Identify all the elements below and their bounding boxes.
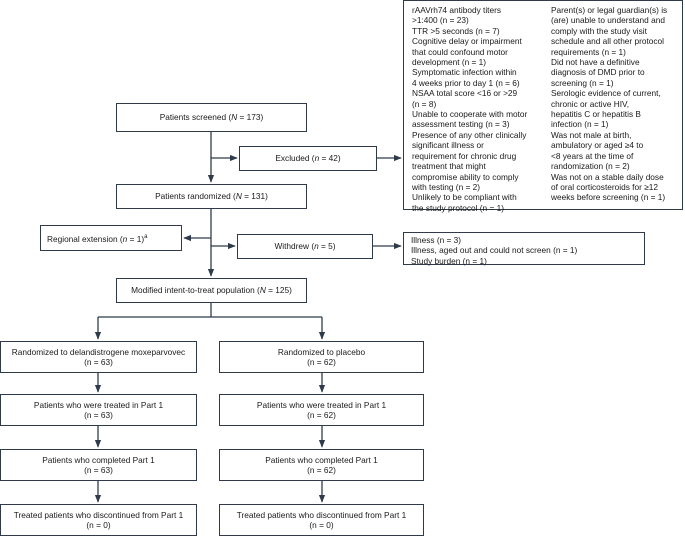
exclusion-reason-line: 4 weeks prior to day 1 (n = 6) bbox=[412, 77, 520, 88]
placebo-randomized-label: Randomized to placebo bbox=[277, 346, 366, 357]
exclusion-reason-line: hepatitis C or hepatitis B bbox=[551, 109, 641, 120]
exclusion-reason-line: TTR >5 seconds (n = 7) bbox=[412, 25, 500, 36]
placebo-completed-box: Patients who completed Part 1 (n = 62) bbox=[219, 449, 424, 481]
placebo-randomized-count: (n = 62) bbox=[307, 357, 336, 367]
regional-extension-box: Regional extension (n = 1)a bbox=[40, 225, 182, 251]
exclusion-reason-line: Was not male at birth, bbox=[551, 129, 632, 140]
exclusion-reasons-right: Parent(s) or legal guardian(s) is(are) u… bbox=[551, 5, 667, 203]
exclusion-reasons-box: rAAVrh74 antibody titers>1:400 (n = 23)T… bbox=[403, 0, 683, 213]
withdrew-reason-line: Illness, aged out and could not screen (… bbox=[411, 245, 578, 256]
exclusion-reason-line: Did not have a definitive bbox=[551, 57, 640, 68]
placebo-randomized-box: Randomized to placebo (n = 62) bbox=[219, 341, 424, 373]
exclusion-reason-line: of oral corticosteroids for ≥12 bbox=[551, 181, 658, 192]
withdrew-reasons-box: Illness (n = 3)Illness, aged out and cou… bbox=[403, 232, 645, 266]
exclusion-reason-line: (are) unable to understand and bbox=[551, 15, 665, 26]
treatment-treated-count: (n = 63) bbox=[84, 410, 113, 420]
withdrew-reason-line: Study burden (n = 1) bbox=[411, 255, 487, 266]
exclusion-reason-line: randomization (n = 2) bbox=[551, 161, 630, 172]
placebo-treated-label: Patients who were treated in Part 1 bbox=[256, 399, 387, 410]
withdrew-reason-line: Illness (n = 3) bbox=[411, 235, 462, 245]
exclusion-reason-line: with testing (n = 2) bbox=[412, 181, 481, 192]
exclusion-reason-line: diagnosis of DMD prior to bbox=[551, 67, 645, 78]
exclusion-reason-line: >1:400 (n = 23) bbox=[412, 15, 469, 26]
exclusion-reason-line: development (n = 1) bbox=[412, 57, 487, 68]
withdrew-label: Withdrew (n = 5) bbox=[274, 241, 336, 252]
exclusion-reason-line: the study protocol (n = 1) bbox=[412, 202, 505, 213]
mitt-box: Modified intent-to-treat population (N =… bbox=[116, 278, 307, 303]
placebo-treated-box: Patients who were treated in Part 1 (n =… bbox=[219, 394, 424, 426]
patients-randomized-box: Patients randomized (N = 131) bbox=[116, 184, 307, 209]
treatment-completed-label: Patients who completed Part 1 bbox=[42, 454, 155, 465]
placebo-completed-count: (n = 62) bbox=[307, 465, 336, 475]
placebo-completed-label: Patients who completed Part 1 bbox=[265, 454, 378, 465]
exclusion-reason-line: rAAVrh74 antibody titers bbox=[412, 5, 502, 15]
treatment-completed-box: Patients who completed Part 1 (n = 63) bbox=[0, 449, 197, 481]
exclusion-reason-line: (n = 8) bbox=[412, 98, 437, 109]
excluded-label: Excluded (n = 42) bbox=[275, 153, 341, 164]
exclusion-reason-line: significant illness or bbox=[412, 140, 484, 151]
exclusion-reason-line: Parent(s) or legal guardian(s) is bbox=[551, 5, 668, 15]
withdrew-box: Withdrew (n = 5) bbox=[237, 234, 373, 259]
exclusion-reason-line: Symptomatic infection within bbox=[412, 67, 517, 78]
treatment-discontinued-box: Treated patients who discontinued from P… bbox=[0, 504, 197, 536]
treatment-discontinued-label: Treated patients who discontinued from P… bbox=[13, 509, 184, 520]
exclusion-reason-line: ambulatory or aged ≥4 to bbox=[551, 140, 644, 151]
exclusion-reason-line: assessment testing (n = 3) bbox=[412, 119, 510, 130]
regional-extension-label: Regional extension (n = 1)a bbox=[47, 233, 148, 244]
exclusion-reason-line: schedule and all other protocol bbox=[551, 36, 665, 47]
patients-randomized-label: Patients randomized (N = 131) bbox=[155, 191, 268, 202]
treatment-treated-label: Patients who were treated in Part 1 bbox=[33, 399, 164, 410]
exclusion-reason-line: NSAA total score <16 or >29 bbox=[412, 88, 518, 99]
exclusion-reason-line: infection (n = 1) bbox=[551, 119, 609, 130]
exclusion-reason-line: Presence of any other clinically bbox=[412, 129, 527, 140]
patients-screened-box: Patients screened (N = 173) bbox=[116, 103, 307, 132]
exclusion-reason-line: that could confound motor bbox=[412, 46, 508, 57]
exclusion-reason-line: Unable to cooperate with motor bbox=[412, 109, 528, 120]
treatment-randomized-box: Randomized to delandistrogene moxeparvov… bbox=[0, 341, 197, 373]
placebo-treated-count: (n = 62) bbox=[307, 410, 336, 420]
treatment-randomized-label: Randomized to delandistrogene moxeparvov… bbox=[11, 346, 186, 357]
exclusion-reason-line: chronic or active HIV, bbox=[551, 98, 630, 109]
exclusion-reason-line: compromise ability to comply bbox=[412, 171, 519, 182]
exclusion-reason-line: Unlikely to be compliant with bbox=[412, 192, 517, 203]
treatment-randomized-count: (n = 63) bbox=[84, 357, 113, 367]
exclusion-reason-line: Was not on a stable daily dose bbox=[551, 171, 664, 182]
exclusion-reason-line: requirements (n = 1) bbox=[551, 46, 626, 57]
exclusion-reason-line: Serologic evidence of current, bbox=[551, 88, 661, 99]
treatment-completed-count: (n = 63) bbox=[84, 465, 113, 475]
mitt-label: Modified intent-to-treat population (N =… bbox=[131, 285, 292, 296]
placebo-discontinued-label: Treated patients who discontinued from P… bbox=[236, 509, 407, 520]
treatment-discontinued-count: (n = 0) bbox=[86, 520, 111, 530]
exclusion-reasons-left: rAAVrh74 antibody titers>1:400 (n = 23)T… bbox=[412, 5, 527, 213]
exclusion-reason-line: Cognitive delay or impairment bbox=[412, 36, 522, 47]
exclusion-reason-line: screening (n = 1) bbox=[551, 77, 614, 88]
placebo-discontinued-box: Treated patients who discontinued from P… bbox=[219, 504, 424, 536]
excluded-box: Excluded (n = 42) bbox=[239, 146, 377, 171]
exclusion-reason-line: <8 years at the time of bbox=[551, 150, 634, 161]
withdrew-reasons-list: Illness (n = 3)Illness, aged out and cou… bbox=[411, 235, 644, 266]
exclusion-reason-line: treatment that might bbox=[412, 161, 486, 172]
treatment-treated-box: Patients who were treated in Part 1 (n =… bbox=[0, 394, 197, 426]
exclusion-reason-line: requirement for chronic drug bbox=[412, 150, 517, 161]
patients-screened-label: Patients screened (N = 173) bbox=[159, 112, 264, 123]
exclusion-reason-line: weeks before screening (n = 1) bbox=[551, 192, 666, 203]
placebo-discontinued-count: (n = 0) bbox=[309, 520, 334, 530]
exclusion-reason-line: comply with the study visit bbox=[551, 25, 647, 36]
